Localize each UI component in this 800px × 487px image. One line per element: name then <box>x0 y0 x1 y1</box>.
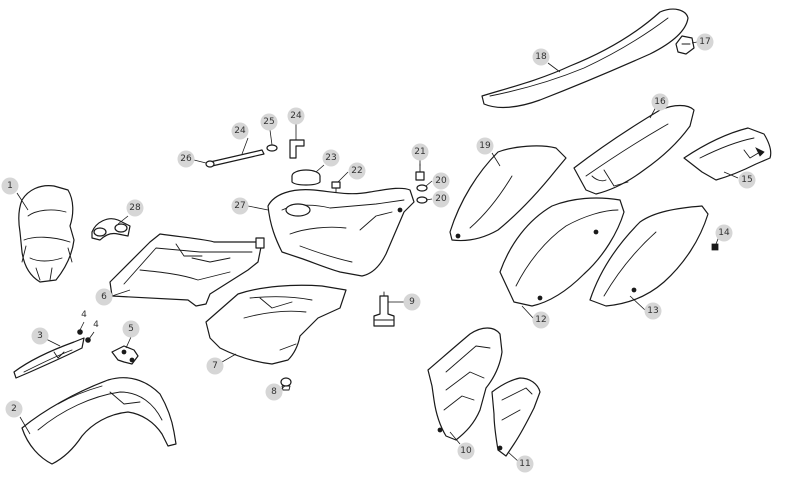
callout-13-label: 13 <box>647 306 658 316</box>
callout-24b: 24 <box>287 107 305 125</box>
callout-25-label: 25 <box>263 117 274 127</box>
callout-21-label: 21 <box>414 147 425 157</box>
callout-16: 16 <box>651 93 669 111</box>
callout-13: 13 <box>644 302 662 320</box>
callout-1-label: 1 <box>7 181 13 191</box>
part-screw-22 <box>331 181 341 193</box>
callout-1: 1 <box>1 177 19 195</box>
part-bracket <box>91 218 131 241</box>
callout-24a: 24 <box>231 122 249 140</box>
part-airbox-cover <box>499 197 625 307</box>
callout-26-label: 26 <box>180 154 192 164</box>
callout-6-label: 6 <box>101 292 107 302</box>
callout-4a: 4 <box>81 310 87 320</box>
callout-4b-label: 4 <box>93 320 99 330</box>
part-valve <box>266 144 278 152</box>
part-radiator-shroud <box>109 233 265 307</box>
part-fuel-tap <box>373 291 395 327</box>
callout-18-label: 18 <box>535 52 547 62</box>
callout-19-label: 19 <box>479 141 491 151</box>
part-hose-clip <box>205 160 215 168</box>
part-seat <box>481 8 689 109</box>
callout-10: 10 <box>457 442 475 460</box>
part-rear-fender <box>573 104 695 195</box>
callout-9-label: 9 <box>409 297 415 307</box>
callout-14-label: 14 <box>718 228 730 238</box>
part-headlight-mask <box>18 185 75 283</box>
callout-3-label: 3 <box>37 331 43 341</box>
callout-23: 23 <box>322 149 340 167</box>
callout-12: 12 <box>532 311 550 329</box>
callout-17-label: 17 <box>699 37 710 47</box>
callout-24a-label: 24 <box>234 126 246 136</box>
callout-28-label: 28 <box>129 203 141 213</box>
callout-8: 8 <box>265 383 283 401</box>
callout-27-label: 27 <box>234 201 245 211</box>
callout-27: 27 <box>231 197 249 215</box>
callout-26: 26 <box>177 150 195 168</box>
callout-3: 3 <box>31 327 49 345</box>
callout-12-label: 12 <box>535 315 546 325</box>
callout-11-label: 11 <box>519 459 530 469</box>
callout-5: 5 <box>122 320 140 338</box>
part-left-side-panel <box>449 145 567 242</box>
part-number-plate <box>683 127 772 181</box>
callout-22-label: 22 <box>351 166 362 176</box>
part-seat-bracket <box>675 35 695 55</box>
callout-20a-label: 20 <box>435 176 447 186</box>
part-bolt-14 <box>711 243 719 251</box>
callout-15: 15 <box>738 171 756 189</box>
part-bolt-21 <box>415 163 425 181</box>
callout-20b: 20 <box>432 190 450 208</box>
callout-4b: 4 <box>93 320 99 330</box>
part-breather-hose <box>209 149 265 167</box>
callout-16-label: 16 <box>654 97 666 107</box>
callout-25: 25 <box>260 113 278 131</box>
part-fuel-tank <box>267 187 415 277</box>
callout-7: 7 <box>206 357 224 375</box>
callout-17: 17 <box>696 33 714 51</box>
callout-24b-label: 24 <box>290 111 302 121</box>
callout-8-label: 8 <box>271 387 277 397</box>
part-clamp <box>111 345 139 365</box>
part-bolt-8 <box>280 377 292 391</box>
callout-2: 2 <box>5 400 23 418</box>
callout-20b-label: 20 <box>435 194 447 204</box>
callout-9: 9 <box>403 293 421 311</box>
callout-6: 6 <box>95 288 113 306</box>
callout-14: 14 <box>715 224 733 242</box>
part-frame-guard-left <box>427 327 503 441</box>
callout-10-label: 10 <box>460 446 472 456</box>
part-frame-guard-right <box>491 377 541 457</box>
callout-7-label: 7 <box>212 361 218 371</box>
callout-28: 28 <box>126 199 144 217</box>
part-right-side-panel <box>589 205 709 307</box>
part-fork-guard <box>13 337 85 379</box>
callout-4a-label: 4 <box>81 310 87 320</box>
part-fuel-cap <box>291 169 321 186</box>
callout-18: 18 <box>532 48 550 66</box>
callout-21: 21 <box>411 143 429 161</box>
part-front-fender <box>21 377 177 465</box>
callout-23-label: 23 <box>325 153 336 163</box>
part-hose-elbow <box>289 139 305 159</box>
callout-11: 11 <box>516 455 534 473</box>
part-washers-20 <box>416 184 428 204</box>
callout-19: 19 <box>476 137 494 155</box>
callout-20a: 20 <box>432 172 450 190</box>
callout-15-label: 15 <box>741 175 752 185</box>
part-radiator-scoop <box>205 284 347 365</box>
callout-5-label: 5 <box>128 324 134 334</box>
callout-2-label: 2 <box>11 404 17 414</box>
callout-22: 22 <box>348 162 366 180</box>
